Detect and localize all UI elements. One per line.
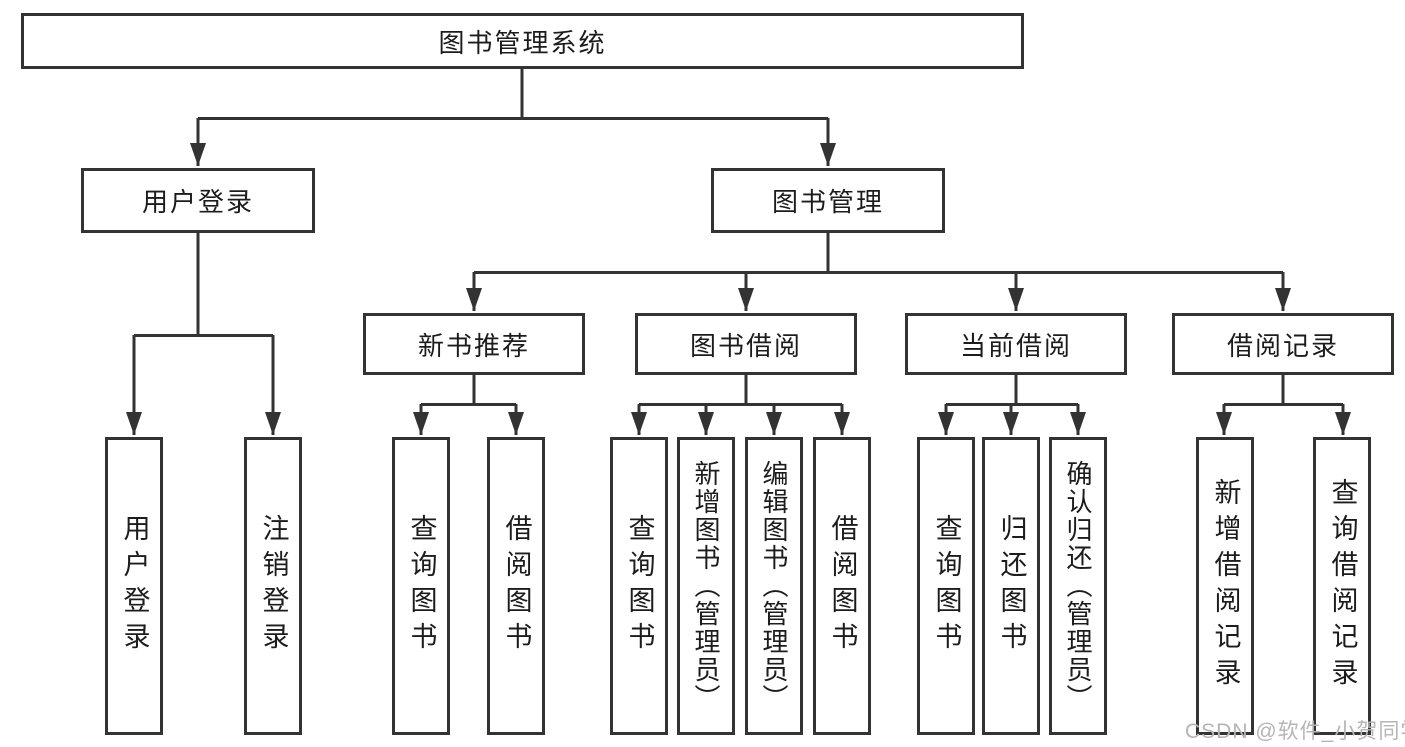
node-user-login: 用户登录 (81, 168, 315, 233)
node-label: 归还图书 (996, 514, 1027, 658)
node-label: 借阅图书 (827, 514, 858, 658)
node-label: 新书推荐 (417, 330, 530, 361)
node-label: 查询图书 (624, 514, 655, 658)
node-confirm-return-admin: 确认归还（管理员） (1049, 437, 1107, 735)
node-query-borrow-record: 查询借阅记录 (1313, 437, 1371, 735)
node-current-borrowing: 当前借阅 (905, 313, 1127, 375)
node-new-book-recommendation: 新书推荐 (363, 313, 585, 375)
node-label: 新增图书（管理员） (691, 460, 721, 712)
csdn-watermark: CSDN @软件_小贺同学 (1185, 720, 1405, 743)
node-label: 当前借阅 (959, 330, 1072, 361)
node-add-books-admin: 新增图书（管理员） (677, 437, 735, 735)
node-query-books-borrowing: 查询图书 (610, 437, 668, 735)
node-book-borrowing: 图书借阅 (635, 313, 857, 375)
node-borrow-books: 借阅图书 (813, 437, 871, 735)
node-label: 查询借阅记录 (1327, 478, 1358, 694)
node-logout: 注销登录 (244, 437, 302, 735)
node-borrowing-records: 借阅记录 (1172, 313, 1394, 375)
node-label: 用户登录 (119, 514, 150, 658)
node-return-books: 归还图书 (982, 437, 1040, 735)
node-book-management: 图书管理 (711, 168, 945, 233)
node-label: 查询图书 (406, 514, 437, 658)
node-edit-books-admin: 编辑图书（管理员） (745, 437, 803, 735)
node-label: 图书借阅 (689, 330, 802, 361)
node-add-borrow-record: 新增借阅记录 (1196, 437, 1254, 735)
node-label: 确认归还（管理员） (1063, 460, 1093, 712)
node-label: 编辑图书（管理员） (759, 460, 789, 712)
node-label: 查询图书 (931, 514, 962, 658)
node-label: 图书管理 (771, 187, 884, 217)
node-query-books-recommend: 查询图书 (392, 437, 450, 735)
node-label: 图书管理系统 (438, 27, 607, 58)
node-label: 注销登录 (258, 514, 289, 658)
node-query-books-current: 查询图书 (917, 437, 975, 735)
node-label: 新增借阅记录 (1210, 478, 1241, 694)
node-label: 借阅图书 (501, 514, 532, 658)
node-user-login-leaf: 用户登录 (105, 437, 163, 735)
node-label: 借阅记录 (1226, 330, 1339, 361)
node-library-management-system: 图书管理系统 (21, 13, 1024, 69)
node-borrow-books-recommend: 借阅图书 (487, 437, 545, 735)
node-label: 用户登录 (141, 187, 254, 217)
